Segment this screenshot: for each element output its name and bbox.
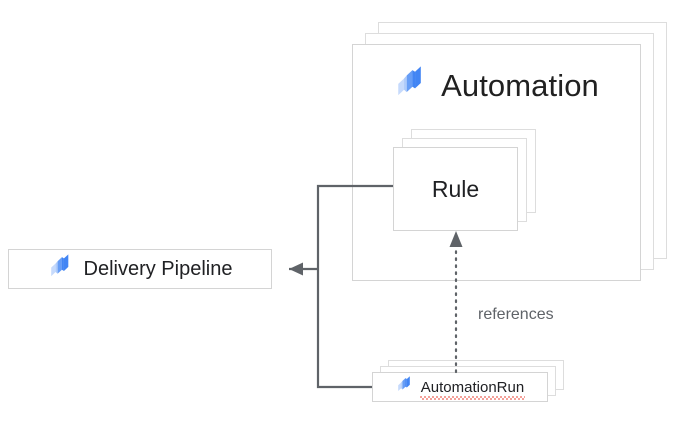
automation-run-text: AutomationRun [420, 378, 525, 396]
cloud-deploy-icon [48, 254, 73, 284]
automation-run-label: AutomationRun [419, 378, 526, 400]
delivery-pipeline-box[interactable]: Delivery Pipeline [8, 249, 272, 289]
cloud-deploy-icon [396, 376, 413, 398]
edge-label-references: references [478, 306, 554, 323]
spellcheck-underline [419, 395, 526, 400]
rule-box[interactable]: Rule [393, 147, 518, 231]
delivery-pipeline-label: Delivery Pipeline [83, 257, 233, 280]
rule-label: Rule [431, 175, 480, 202]
automation-run-box[interactable]: AutomationRun [372, 372, 548, 402]
arrowhead-delivery-pipeline [289, 262, 303, 276]
